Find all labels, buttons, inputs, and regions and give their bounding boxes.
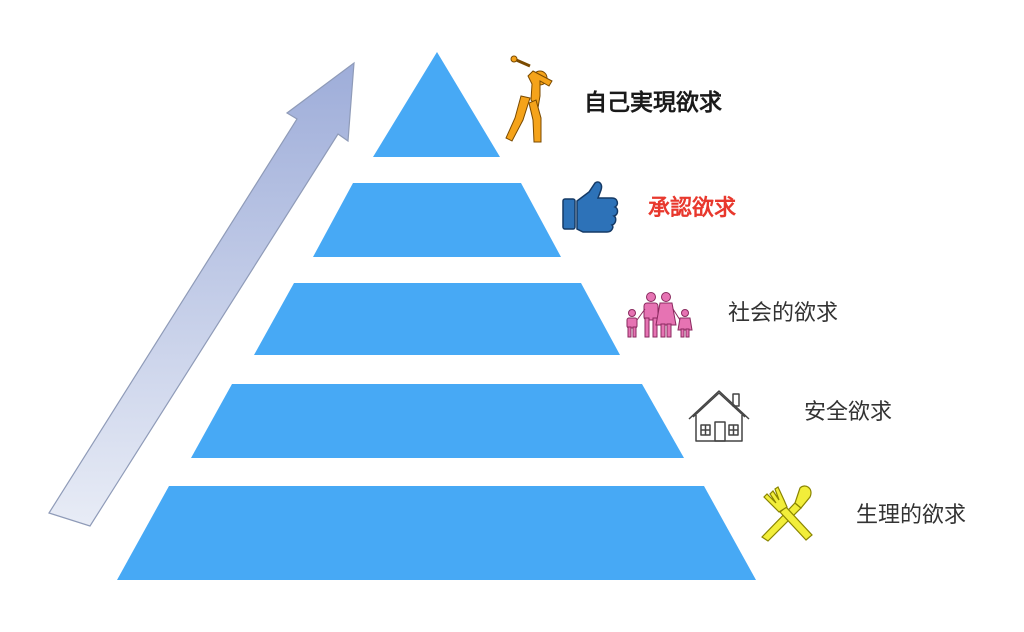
fork-knife-icon (761, 485, 813, 542)
level-label-self-actualization: 自己実現欲求 (584, 90, 722, 116)
pyramid-tier-esteem (313, 183, 561, 257)
level-label-esteem: 承認欲求 (648, 196, 737, 221)
level-label-social: 社会的欲求 (728, 301, 839, 326)
pyramid-tier-safety (191, 384, 684, 458)
pyramid-tier-social (254, 283, 620, 355)
house-icon (688, 390, 750, 442)
level-label-safety: 安全欲求 (804, 400, 893, 425)
level-label-physiological: 生理的欲求 (856, 503, 967, 528)
family-icon (626, 292, 693, 338)
thumbs-up-icon (562, 181, 619, 233)
pyramid-tier-physiological (117, 486, 756, 580)
growth-arrow (48, 61, 355, 527)
pyramid-tier-self-actualization (373, 52, 500, 157)
golfer-icon (505, 55, 553, 143)
